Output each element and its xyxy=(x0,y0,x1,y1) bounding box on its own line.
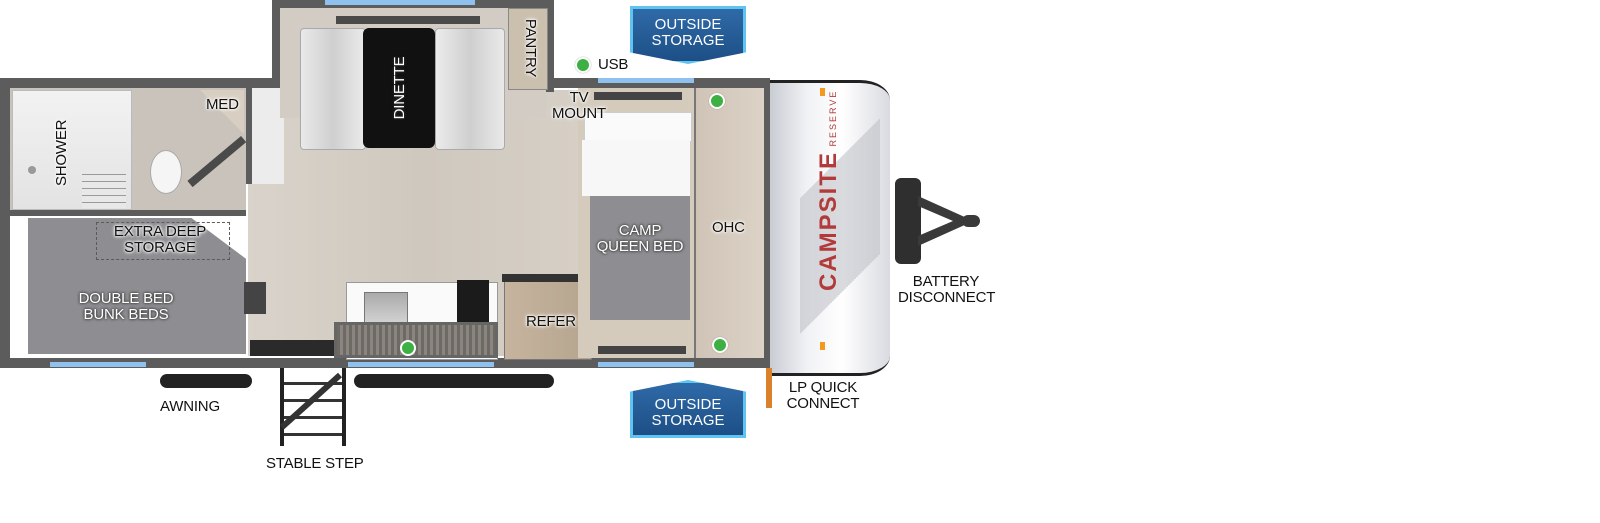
extra-deep-line1: EXTRA DEEP xyxy=(113,223,207,240)
kitchen-shelf xyxy=(334,322,498,358)
battery-line2: DISCONNECT xyxy=(898,289,996,306)
outside-storage-top-line2: STORAGE xyxy=(651,32,725,49)
usb-label: USB xyxy=(598,56,629,73)
brand-logo: CAMPSITE RESERVE xyxy=(815,90,851,291)
extra-deep-storage-label: EXTRA DEEP STORAGE xyxy=(104,224,216,256)
hitch-coupler xyxy=(962,215,980,227)
pantry-label: PANTRY xyxy=(522,18,539,78)
bed-wardrobe-bottom xyxy=(598,346,686,354)
front-cap-graphic xyxy=(800,96,880,356)
toilet xyxy=(150,150,182,194)
shower-seat xyxy=(82,168,126,208)
window-dinette xyxy=(325,0,475,5)
shower-label: SHOWER xyxy=(53,119,70,186)
marker-light-bottom xyxy=(820,342,825,350)
bunk-beds xyxy=(28,218,246,354)
awning-right xyxy=(354,374,554,388)
extra-deep-storage-outline xyxy=(96,222,230,260)
ohc-label: OHC xyxy=(712,219,745,236)
refrigerator xyxy=(504,276,592,360)
bath-wall-partition xyxy=(246,88,284,184)
dinette-seat-left xyxy=(300,28,366,150)
outside-storage-bottom[interactable]: OUTSIDE STORAGE xyxy=(630,380,746,438)
pillows xyxy=(584,112,692,142)
usb-dot-ohc-top xyxy=(709,93,725,109)
outside-storage-bottom-line2: STORAGE xyxy=(651,412,725,429)
stable-step-label: STABLE STEP xyxy=(266,455,364,472)
lp-line xyxy=(766,368,772,408)
awning-label: AWNING xyxy=(160,398,220,415)
awning-left xyxy=(160,374,252,388)
tv-shelf xyxy=(594,92,682,100)
brand-sub: RESERVE xyxy=(828,89,838,147)
window-front-top xyxy=(598,78,694,83)
ohc-cabinet xyxy=(694,88,764,358)
marker-light-top xyxy=(820,88,825,96)
bunk-divider xyxy=(10,210,246,216)
pantry xyxy=(508,8,548,90)
hitch-jack xyxy=(895,178,921,264)
camp-queen-bed xyxy=(590,196,690,320)
brand-name: CAMPSITE xyxy=(815,150,842,291)
shower-drain xyxy=(28,166,36,174)
extra-deep-line2: STORAGE xyxy=(124,239,196,256)
battery-line1: BATTERY xyxy=(912,273,980,290)
lp-line2: CONNECT xyxy=(786,395,860,412)
window-bunk xyxy=(50,362,146,367)
rear-wall xyxy=(0,78,10,368)
tv-mount-label: TV MOUNT xyxy=(552,90,606,122)
outside-storage-top-line1: OUTSIDE xyxy=(654,16,722,33)
top-wall-rear xyxy=(0,78,276,88)
bunk-line1: DOUBLE BED xyxy=(78,290,174,307)
hitch-a-frame xyxy=(918,196,968,246)
window-kitchen xyxy=(348,362,494,367)
usb-dot-kitchen xyxy=(400,340,416,356)
top-wall-front xyxy=(546,78,768,88)
lp-line1: LP QUICK xyxy=(788,379,858,396)
outside-storage-top[interactable]: OUTSIDE STORAGE xyxy=(630,6,746,64)
lp-quick-connect-label: LP QUICK CONNECT xyxy=(786,380,860,412)
floorplan: CAMPSITE RESERVE OUTSIDE STORAGE OUTSIDE… xyxy=(0,0,996,472)
outside-storage-bottom-line1: OUTSIDE xyxy=(654,396,722,413)
slide-wall-left xyxy=(272,0,280,92)
refrigerator-top xyxy=(502,274,592,282)
entry-mat xyxy=(250,340,334,356)
tv-mount-line1: TV xyxy=(569,89,589,106)
front-wall xyxy=(762,78,770,368)
camp-queen-bed-label: CAMP QUEEN BED xyxy=(590,223,690,255)
refer-label: REFER xyxy=(526,313,576,330)
bunk-ladder xyxy=(244,282,266,314)
battery-disconnect-label: BATTERY DISCONNECT xyxy=(898,273,996,306)
usb-dot-legend xyxy=(575,57,591,73)
slide-wall-right xyxy=(546,0,554,92)
med-label: MED xyxy=(206,96,239,113)
camp-queen-line1: CAMP xyxy=(618,222,662,239)
usb-dot-ohc-bottom xyxy=(712,337,728,353)
dinette-label: DINETTE xyxy=(391,56,408,120)
dinette-seat-right xyxy=(435,28,505,150)
dinette-window-valance xyxy=(336,16,480,24)
window-bed-bottom xyxy=(598,362,694,367)
dinette-table xyxy=(363,28,435,148)
camp-queen-line2: QUEEN BED xyxy=(596,238,684,255)
sink xyxy=(364,292,408,326)
tv-mount-line2: MOUNT xyxy=(552,105,606,122)
bunk-line2: BUNK BEDS xyxy=(83,306,169,323)
bunk-beds-label: DOUBLE BED BUNK BEDS xyxy=(70,291,182,323)
bed-sheet xyxy=(582,140,690,196)
